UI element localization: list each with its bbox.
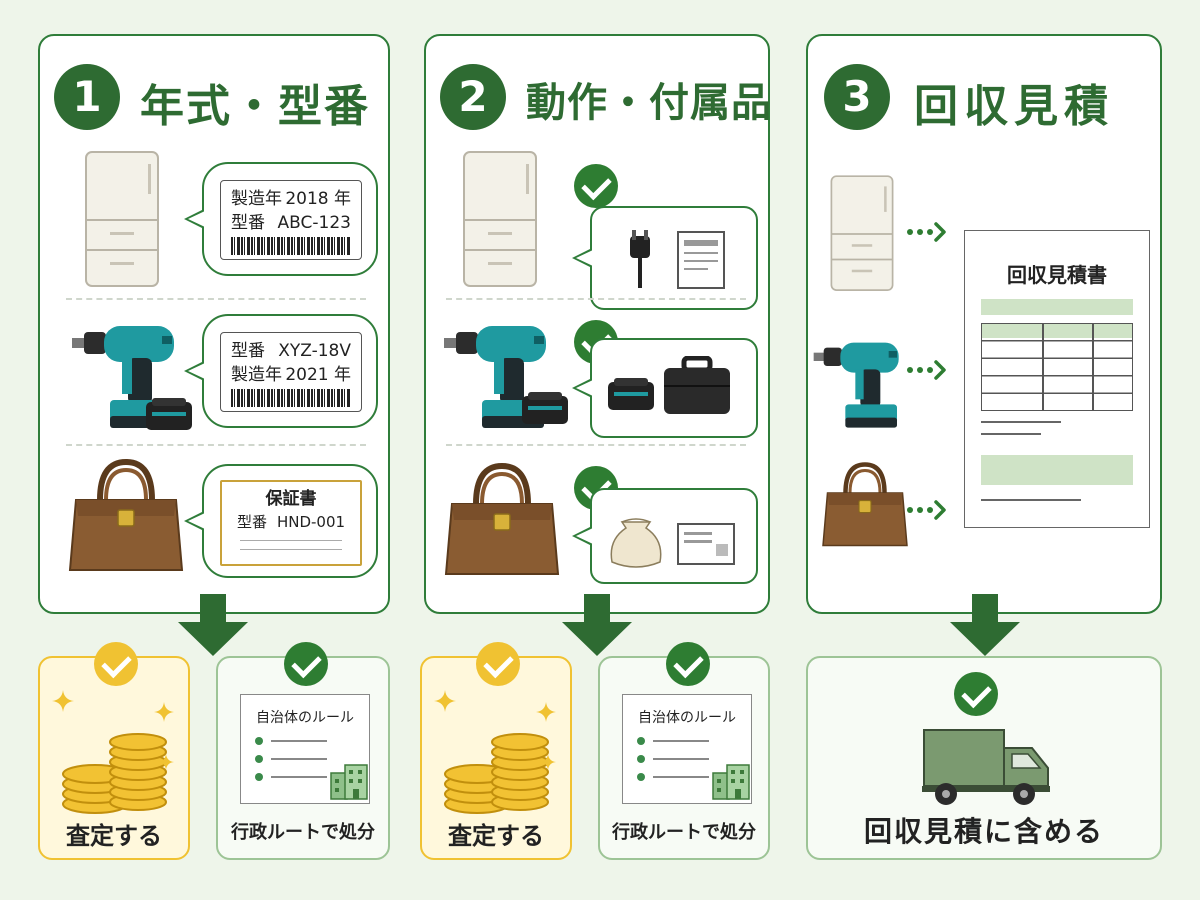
arrow-down-icon: [950, 594, 1020, 656]
step-3-number: 3: [824, 64, 890, 130]
fridge-year-label: 製造年: [231, 189, 282, 209]
bag-label-bubble: 保証書 型番 HND-001: [184, 464, 378, 578]
fridge-icon: [828, 174, 896, 294]
check-icon: [574, 164, 618, 208]
drill-year-value: 2021 年: [285, 365, 351, 385]
warranty-title: 保証書: [265, 489, 317, 509]
guarantee-card-icon: [676, 522, 736, 566]
arrow-right-icon: [906, 360, 948, 380]
municipal-rules-card: 自治体のルール: [240, 694, 370, 804]
battery-icon: [520, 390, 570, 426]
drill-model-label: 型番: [231, 341, 265, 361]
estimate-title: 回収見積書: [1007, 263, 1107, 287]
sparkle-icon: [158, 754, 174, 770]
bag-icon: [66, 456, 186, 576]
drill-year-label: 製造年: [231, 365, 282, 385]
divider: [66, 298, 366, 300]
tool-case-icon: [662, 356, 732, 416]
fridge-icon: [460, 150, 540, 290]
fridge-model-label: 型番: [231, 213, 265, 233]
sparkle-icon: [154, 702, 174, 722]
dust-bag-icon: [606, 510, 666, 570]
bag-model-label: 型番: [236, 513, 267, 531]
estimate-table: [981, 323, 1133, 411]
sparkle-icon: [434, 690, 456, 712]
arrow-down-icon: [562, 594, 632, 656]
include-label: 回収見積に含める: [863, 815, 1104, 848]
sparkle-icon: [52, 690, 74, 712]
check-icon: [666, 642, 710, 686]
building-icon: [711, 761, 751, 801]
step-3-panel: 3 回収見積 回収見積書: [806, 34, 1162, 614]
appraise-label: 査定する: [66, 822, 162, 850]
fridge-year-value: 2018 年: [285, 189, 351, 209]
step-2-panel: 2 動作・付属品: [424, 34, 772, 614]
battery-icon: [606, 376, 656, 412]
bag-model-value: HND-001: [276, 513, 346, 531]
check-icon: [954, 672, 998, 716]
truck-icon: [922, 728, 1052, 808]
fridge-icon: [82, 150, 162, 290]
fridge-accessory-bubble: [572, 206, 758, 310]
rules-title: 自治体のルール: [638, 710, 736, 726]
sparkle-icon: [540, 754, 556, 770]
include-in-estimate-card: 回収見積に含める: [806, 656, 1162, 860]
arrow-right-icon: [906, 500, 948, 520]
manual-icon: [676, 230, 726, 290]
building-icon: [329, 761, 369, 801]
step-3-title: 回収見積: [914, 81, 1114, 132]
appraise-card-2: 査定する: [420, 642, 572, 860]
appraise-card-1: 査定する: [38, 642, 190, 860]
sparkle-icon: [536, 702, 556, 722]
battery-icon: [144, 396, 194, 432]
warranty-card: 保証書 型番 HND-001: [220, 480, 362, 566]
bag-icon: [442, 460, 562, 580]
estimate-document: 回収見積書: [964, 230, 1150, 528]
check-icon: [284, 642, 328, 686]
dispose-card-1: 自治体のルール 行政ルートで処分: [216, 642, 390, 860]
divider: [66, 444, 366, 446]
bag-icon: [820, 460, 910, 550]
drill-accessory-bubble: [572, 338, 758, 438]
barcode-icon: [231, 237, 351, 255]
arrow-down-icon: [178, 594, 248, 656]
divider: [446, 298, 746, 300]
dispose-label: 行政ルートで処分: [231, 822, 375, 843]
step-1-title: 年式・型番: [140, 81, 370, 132]
divider: [446, 444, 746, 446]
bag-accessory-bubble: [572, 488, 758, 584]
check-icon: [94, 642, 138, 686]
dispose-label: 行政ルートで処分: [612, 822, 756, 843]
drill-model-value: XYZ-18V: [278, 341, 351, 361]
barcode-icon: [231, 389, 351, 407]
drill-icon: [812, 326, 912, 436]
arrow-right-icon: [906, 222, 948, 242]
step-2-title: 動作・付属品: [526, 80, 772, 126]
fridge-model-value: ABC-123: [277, 213, 351, 233]
check-icon: [476, 642, 520, 686]
dispose-card-2: 自治体のルール 行政ルートで処分: [598, 642, 770, 860]
rules-title: 自治体のルール: [256, 710, 354, 726]
power-plug-icon: [620, 230, 660, 290]
municipal-rules-card: 自治体のルール: [622, 694, 752, 804]
step-2-number: 2: [440, 64, 506, 130]
appraise-label: 査定する: [448, 822, 544, 850]
step-1-number: 1: [54, 64, 120, 130]
